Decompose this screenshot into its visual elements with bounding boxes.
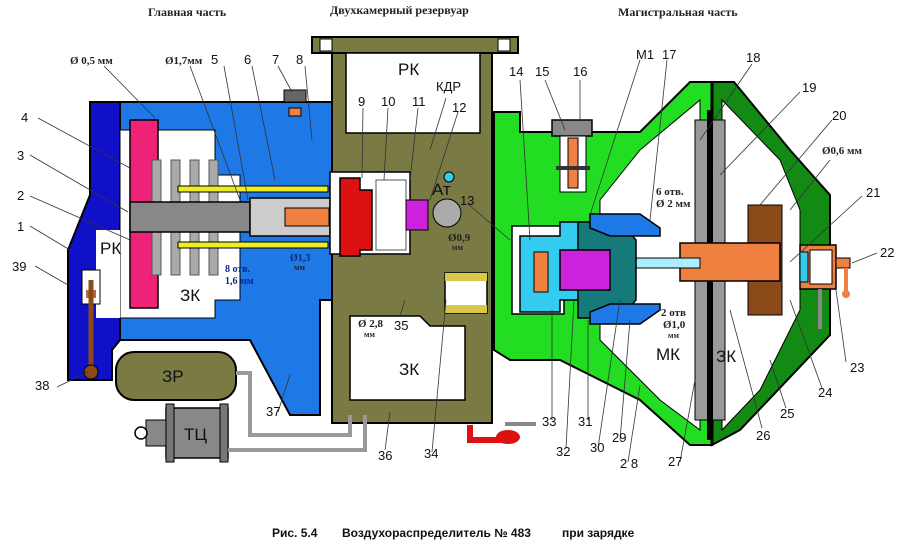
dim-2-holes-b: Ø1,0 [663, 319, 686, 331]
label-24: 24 [818, 385, 832, 400]
label-28: 2 8 [620, 456, 638, 471]
label-11: 11 [412, 94, 426, 109]
dim-2-8-a: Ø 2,8 [358, 318, 384, 330]
brake-cylinder-tc [134, 403, 229, 463]
leader-lines [29, 59, 878, 463]
two-chamber-reservoir [311, 36, 519, 424]
section-title-magistral: Магистральная часть [618, 5, 738, 19]
part-number-labels: 4 3 2 1 39 38 5 6 7 8 9 10 11 12 13 14 1… [12, 47, 894, 471]
chamber-zr: ЗР [162, 367, 184, 386]
label-4: 4 [21, 110, 28, 125]
chamber-mk: МК [656, 345, 680, 364]
chamber-tc: ТЦ [184, 425, 207, 444]
label-26: 26 [756, 428, 770, 443]
caption-title: Воздухораспределитель № 483 [342, 526, 531, 540]
chamber-labels: РК ЗК РК КДР Ат ЗК МК ЗК ЗР ТЦ М1 [100, 47, 736, 444]
label-36: 36 [378, 448, 392, 463]
label-17: 17 [662, 47, 676, 62]
label-6: 6 [244, 52, 251, 67]
dim-6-holes-b: Ø 2 мм [656, 198, 691, 210]
label-14: 14 [509, 64, 523, 79]
label-25: 25 [780, 406, 794, 421]
magistral-valve-group [511, 213, 661, 325]
main-part-body [67, 89, 333, 416]
dim-2-8-b: мм [364, 330, 375, 339]
label-10: 10 [381, 94, 395, 109]
chamber-zk-main: ЗК [180, 286, 200, 305]
chamber-zk-reservoir: ЗК [399, 360, 419, 379]
filter-34 [444, 272, 488, 314]
chamber-kdr: КДР [436, 79, 461, 94]
label-37: 37 [266, 404, 280, 419]
label-32: 32 [556, 444, 570, 459]
label-21: 21 [866, 185, 880, 200]
dim-6-holes-a: 6 отв. [656, 186, 684, 198]
caption-fig-number: Рис. 5.4 [272, 526, 318, 540]
caption-mode: при зарядке [562, 526, 635, 540]
pipes [228, 371, 367, 452]
label-3: 3 [17, 148, 24, 163]
dim-0-5mm: Ø 0,5 мм [70, 55, 113, 67]
label-5: 5 [211, 52, 218, 67]
figure-caption: Рис. 5.4 Воздухораспределитель № 483 при… [272, 526, 635, 540]
dim-1-7mm: Ø1,7мм [165, 55, 203, 67]
dim-2-holes-c: мм [668, 331, 679, 340]
dim-0-9-a: Ø0,9 [448, 232, 471, 244]
label-22: 22 [880, 245, 894, 260]
valve-22-cap [799, 244, 851, 329]
label-27: 27 [668, 454, 682, 469]
label-34: 34 [424, 446, 438, 461]
section-title-reservoir: Двухкамерный резервуар [330, 3, 469, 17]
label-1: 1 [17, 219, 24, 234]
dimension-labels: Ø 0,5 мм Ø1,7мм Ø1,3 мм 8 отв. 1,6 мм Ø … [70, 55, 863, 340]
magistral-part-body [493, 81, 831, 447]
valve-16 [551, 119, 593, 193]
dim-0-9-b: мм [452, 243, 463, 252]
dim-1-3-a: Ø1,3 [290, 253, 310, 264]
section-title-main: Главная часть [148, 5, 227, 19]
label-39: 39 [12, 259, 26, 274]
chamber-at: Ат [432, 180, 451, 199]
label-m1: М1 [636, 47, 654, 62]
chamber-zk-magistral: ЗК [716, 347, 736, 366]
label-35: 35 [394, 318, 408, 333]
piston-group-9-12 [329, 171, 462, 257]
label-7: 7 [272, 52, 279, 67]
label-38: 38 [35, 378, 49, 393]
label-16: 16 [573, 64, 587, 79]
dim-1-3-b: мм [294, 263, 305, 272]
chamber-rk-main: РК [100, 239, 121, 258]
label-30: 30 [590, 440, 604, 455]
label-31: 31 [578, 414, 592, 429]
dim-0-6mm: Ø0,6 мм [822, 145, 863, 157]
label-19: 19 [802, 80, 816, 95]
label-33: 33 [542, 414, 556, 429]
label-18: 18 [746, 50, 760, 65]
label-9: 9 [358, 94, 365, 109]
label-2: 2 [17, 188, 24, 203]
dim-8-holes-b: 1,6 мм [225, 276, 254, 287]
dim-2-holes-a: 2 отв [661, 307, 686, 319]
label-8: 8 [296, 52, 303, 67]
dim-8-holes-a: 8 отв. [225, 264, 251, 275]
label-13: 13 [460, 193, 474, 208]
label-29: 29 [612, 430, 626, 445]
label-12: 12 [452, 100, 466, 115]
label-15: 15 [535, 64, 549, 79]
chamber-rk-reservoir: РК [398, 60, 419, 79]
label-23: 23 [850, 360, 864, 375]
label-20: 20 [832, 108, 846, 123]
drain-valve [467, 422, 536, 444]
spare-reservoir-zr [115, 351, 237, 401]
